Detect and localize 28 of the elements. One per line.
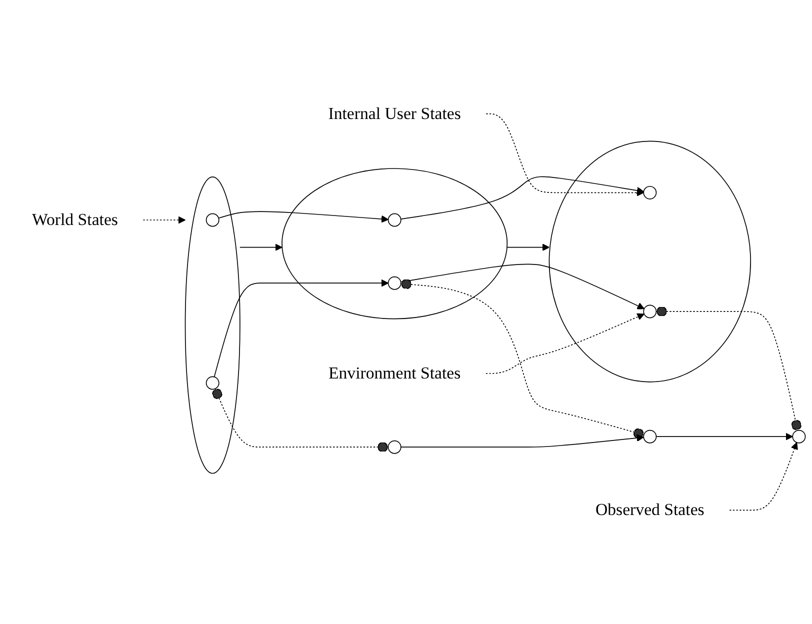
arrow <box>214 279 389 378</box>
node-circle <box>388 213 402 227</box>
arrow <box>486 313 644 374</box>
node-circle <box>643 186 657 200</box>
node-circle <box>792 430 806 444</box>
arrow <box>486 113 644 196</box>
arrow <box>729 442 798 511</box>
arrow <box>400 434 644 448</box>
node-circle <box>206 376 220 390</box>
node-text: Observed States <box>595 500 704 520</box>
node-circle <box>643 430 657 444</box>
arrow <box>400 176 644 220</box>
node-text: Environment States <box>328 364 461 383</box>
node-text: Internal User States <box>328 104 461 124</box>
arrow <box>656 432 793 440</box>
node-circle <box>206 213 220 227</box>
node-circle <box>388 440 402 454</box>
node-circle <box>643 304 657 318</box>
arrow <box>142 216 186 224</box>
arrow <box>506 244 550 252</box>
node-circle <box>388 276 402 290</box>
arrow <box>240 244 282 252</box>
connector <box>212 388 389 452</box>
node-text: World States <box>32 210 118 230</box>
connector <box>400 279 644 438</box>
arrow <box>400 264 645 310</box>
arrow <box>218 211 389 223</box>
connector <box>656 306 802 431</box>
